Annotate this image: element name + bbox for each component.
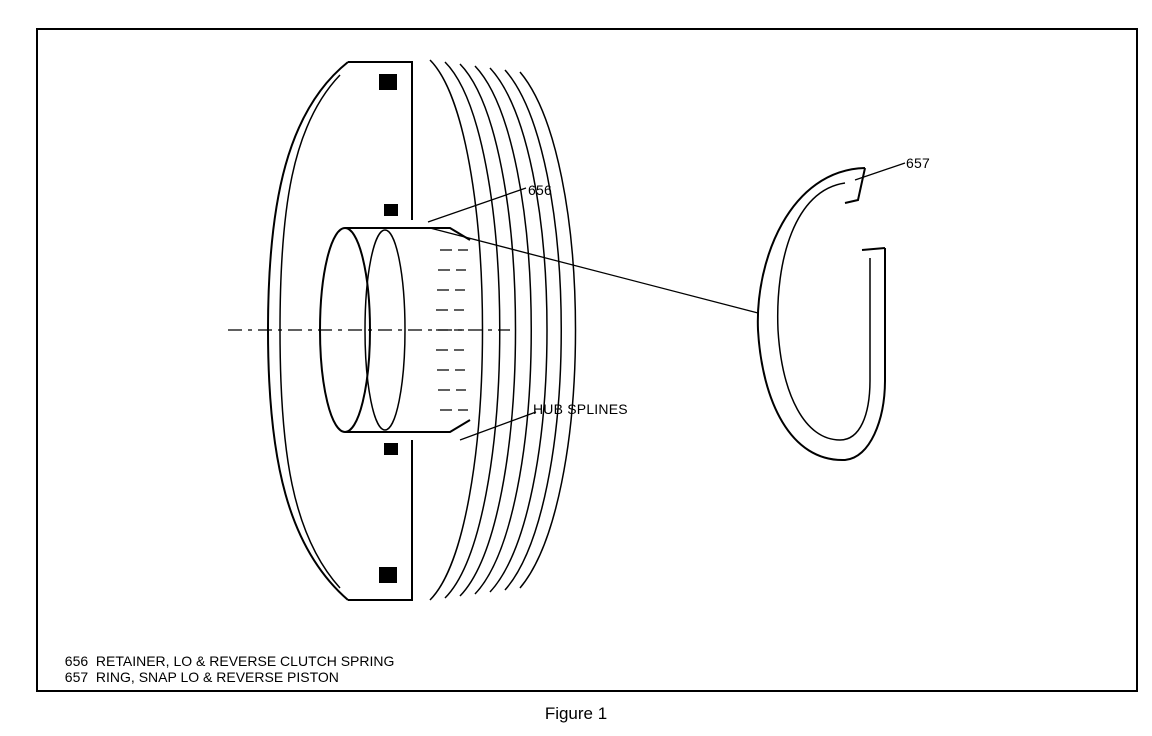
legend-item-656: 656 RETAINER, LO & REVERSE CLUTCH SPRING (57, 637, 395, 669)
callout-657: 657 (906, 155, 930, 171)
leader-hub-splines (459, 411, 537, 441)
legend-item-657: 657 RING, SNAP LO & REVERSE PISTON (57, 653, 339, 685)
snap-ring-657 (756, 167, 886, 462)
leader-657 (854, 162, 906, 181)
legend-description: RETAINER, LO & REVERSE CLUTCH SPRING (95, 653, 395, 669)
leader-656 (427, 187, 527, 223)
hub-bottom (345, 419, 471, 433)
figure-frame (36, 28, 1138, 692)
legend-number: 656 (64, 653, 89, 669)
callout-hub-splines: HUB SPLINES (533, 401, 628, 417)
seal-bottom (379, 567, 397, 583)
housing-rim (348, 61, 413, 601)
seal-lower (384, 443, 398, 455)
legend-number: 657 (64, 669, 89, 685)
hub-inner-ellipse (364, 229, 406, 431)
callout-656: 656 (528, 182, 552, 198)
leader-657-ring (429, 227, 759, 314)
seal-upper (384, 204, 398, 216)
seal-top (379, 74, 397, 90)
legend-description: RING, SNAP LO & REVERSE PISTON (95, 669, 339, 685)
figure-caption: Figure 1 (544, 704, 608, 723)
